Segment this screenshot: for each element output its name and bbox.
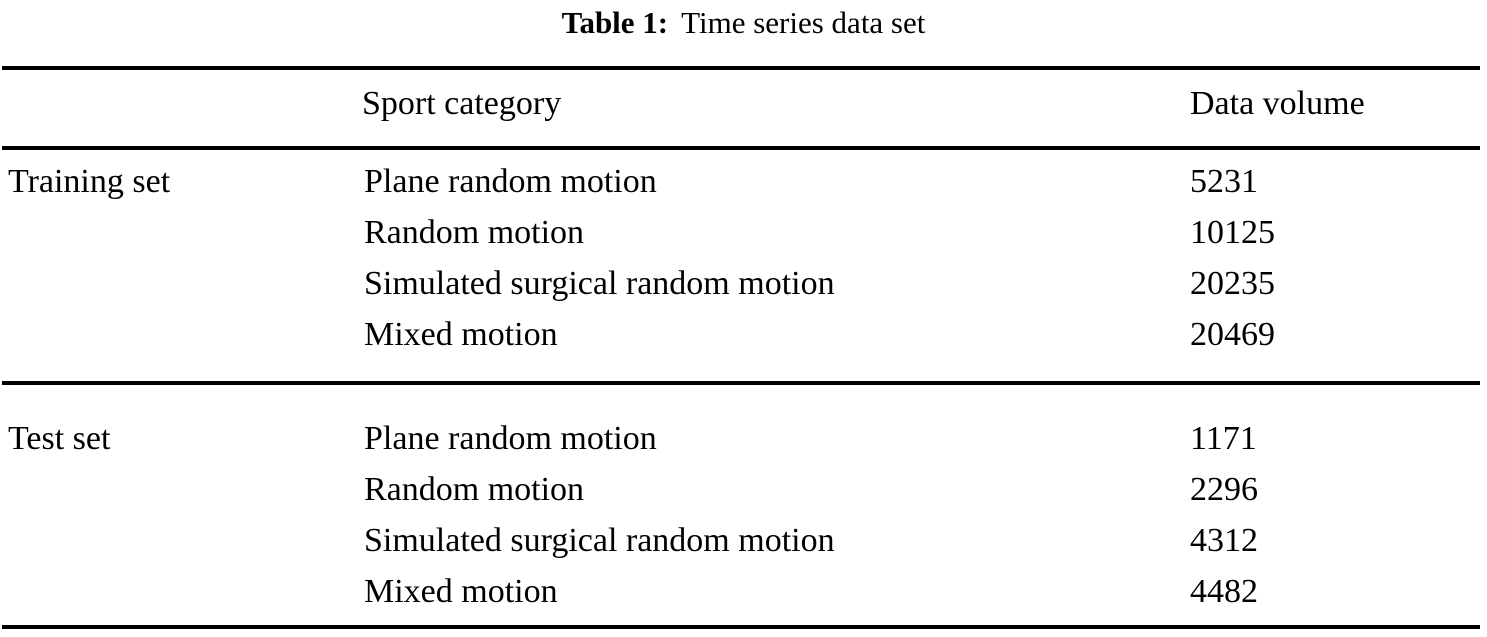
cell-sport-category: Plane random motion xyxy=(364,419,657,457)
table-row: Random motion 10125 xyxy=(0,207,1487,258)
column-header-data-volume: Data volume xyxy=(1190,85,1365,122)
table-row: Random motion 2296 xyxy=(0,464,1487,515)
cell-data-volume: 4312 xyxy=(1190,521,1258,559)
table-caption: Table 1: Time series data set xyxy=(0,0,1487,46)
table-row: Mixed motion 20469 xyxy=(0,309,1487,360)
cell-sport-category: Mixed motion xyxy=(364,572,558,610)
cell-data-volume: 10125 xyxy=(1190,213,1275,251)
cell-data-volume: 20235 xyxy=(1190,264,1275,302)
table-row: Simulated surgical random motion 20235 xyxy=(0,258,1487,309)
column-header-sport-category: Sport category xyxy=(362,85,562,122)
cell-sport-category: Random motion xyxy=(364,213,585,251)
top-spacer-row xyxy=(0,0,1487,66)
table-row: Test set Plane random motion 1171 xyxy=(0,399,1487,464)
row-group-label-test: Test set xyxy=(8,419,111,457)
header-row: Sport category Data volume xyxy=(0,66,1487,142)
rule-middle xyxy=(2,381,1480,385)
table-row: Mixed motion 4482 xyxy=(0,566,1487,617)
data-table: Sport category Data volume Training set … xyxy=(0,0,1487,617)
caption-text: Time series data set xyxy=(681,5,926,40)
cell-sport-category: Plane random motion xyxy=(364,162,657,200)
cell-sport-category: Mixed motion xyxy=(364,315,558,353)
rule-header xyxy=(2,146,1480,150)
rule-bottom xyxy=(2,625,1480,629)
rule-top xyxy=(2,66,1480,70)
cell-data-volume: 2296 xyxy=(1190,470,1258,508)
cell-data-volume: 20469 xyxy=(1190,315,1275,353)
cell-sport-category: Random motion xyxy=(364,470,585,508)
cell-data-volume: 1171 xyxy=(1190,419,1257,457)
cell-sport-category: Simulated surgical random motion xyxy=(364,264,835,302)
column-header-group xyxy=(0,66,362,142)
caption-label: Table 1: xyxy=(561,5,669,40)
cell-data-volume: 5231 xyxy=(1190,162,1258,200)
section-spacer xyxy=(0,360,1487,399)
cell-data-volume: 4482 xyxy=(1190,572,1258,610)
table-row: Training set Plane random motion 5231 xyxy=(0,142,1487,207)
row-group-label-training: Training set xyxy=(8,162,171,200)
table-row: Simulated surgical random motion 4312 xyxy=(0,515,1487,566)
cell-sport-category: Simulated surgical random motion xyxy=(364,521,835,559)
